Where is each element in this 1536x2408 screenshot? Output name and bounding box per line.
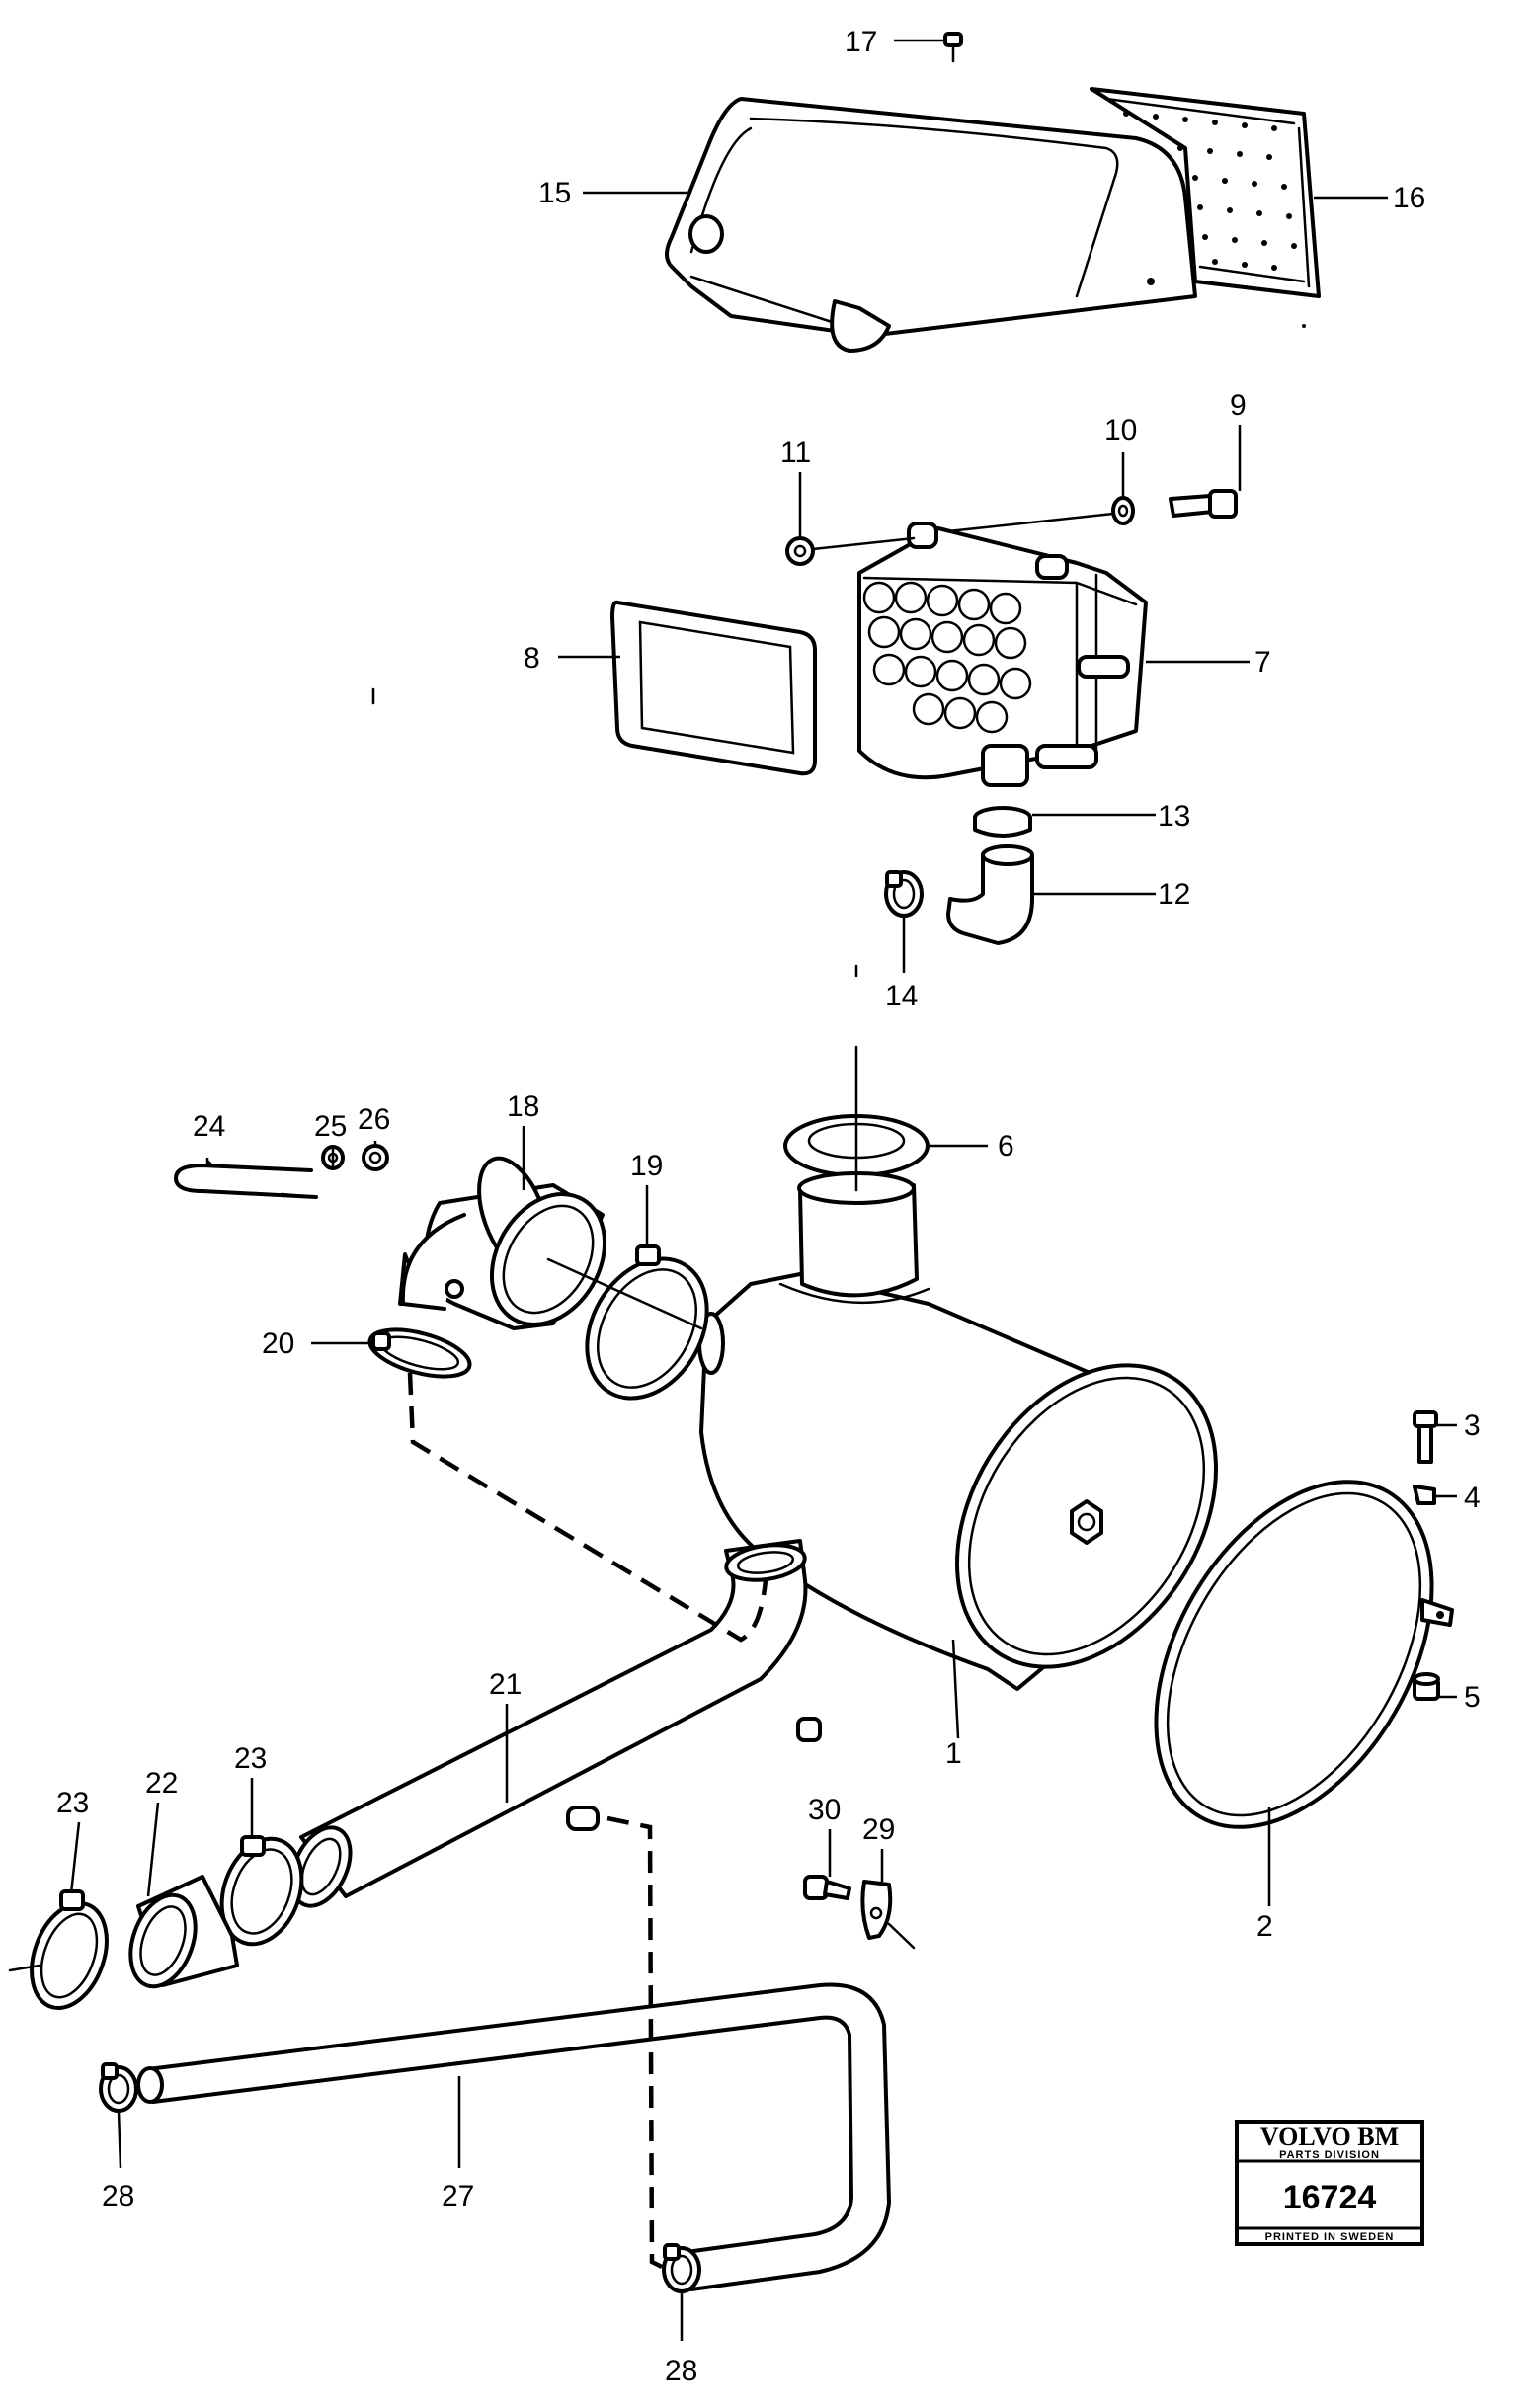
callout-23-right: 23: [234, 1742, 267, 1775]
part-5-nut: [1413, 1672, 1440, 1701]
part-11-nut: [785, 512, 1115, 566]
callout-11: 11: [780, 437, 811, 469]
leader-lines: [69, 39, 1457, 2341]
part-27-drain-hose: [136, 1982, 891, 2291]
callout-24: 24: [193, 1110, 225, 1143]
part-29-bracket: [860, 1880, 916, 1950]
part-28-clamp-bottom: [662, 2243, 701, 2293]
callout-5: 5: [1464, 1681, 1481, 1714]
part-4-washer: [1413, 1485, 1436, 1505]
callout-23-left: 23: [56, 1787, 89, 1819]
callout-13: 13: [1158, 800, 1190, 833]
callout-7: 7: [1254, 646, 1271, 679]
part-12-rubber-elbow: [946, 844, 1034, 945]
part-23-clamp-right: [219, 1835, 304, 1947]
callout-19: 19: [630, 1150, 663, 1182]
callout-8: 8: [524, 642, 540, 675]
callout-1: 1: [945, 1737, 962, 1770]
part-26-nut: [362, 1144, 389, 1171]
callout-16: 16: [1393, 182, 1425, 214]
part-7-precleaner-housing: [857, 522, 1148, 787]
part-17-screw: [943, 32, 963, 63]
part-13-ring: [973, 806, 1032, 838]
part-15-intake-hood: [665, 97, 1197, 353]
callout-30: 30: [808, 1794, 841, 1826]
callout-15: 15: [538, 177, 571, 209]
part-22-rubber-coupling: [128, 1875, 239, 1989]
callout-14: 14: [885, 980, 918, 1012]
part-30-screw: [803, 1875, 851, 1900]
callout-9: 9: [1230, 389, 1247, 422]
part-10-washer: [1111, 496, 1135, 525]
dashed-routing-line-lower: [606, 1815, 664, 2270]
part-16-mesh-screen: [1090, 87, 1321, 298]
part-20-hose-clamp: [367, 1327, 472, 1379]
drawing-specks: [371, 324, 1306, 978]
callout-28-left: 28: [102, 2180, 134, 2212]
callout-2: 2: [1256, 1910, 1273, 1943]
callout-6: 6: [998, 1130, 1014, 1163]
callout-10: 10: [1104, 414, 1137, 446]
stamp-printed: PRINTED IN SWEDEN: [1265, 2231, 1395, 2243]
callout-29: 29: [862, 1813, 895, 1846]
part-2-mounting-strap: [1154, 1480, 1454, 1829]
dashed-routing-line-upper: [407, 1372, 768, 1643]
part-14-hose-clamp: [884, 870, 924, 918]
volvo-bm-parts-stamp: VOLVO BM PARTS DIVISION 16724 PRINTED IN…: [1235, 2120, 1424, 2246]
part-3-bolt: [1413, 1410, 1438, 1464]
callout-21: 21: [489, 1668, 522, 1701]
callout-12: 12: [1158, 878, 1190, 911]
part-9-bolt: [1169, 489, 1238, 519]
stamp-number: 16724: [1283, 2179, 1377, 2216]
callout-18: 18: [507, 1090, 539, 1123]
callout-22: 22: [145, 1767, 178, 1800]
part-8-gasket-frame: [610, 600, 817, 776]
callout-25: 25: [314, 1110, 347, 1143]
stamp-division: PARTS DIVISION: [1279, 2149, 1380, 2161]
callout-27: 27: [442, 2180, 474, 2212]
part-28-clamp-left: [99, 2062, 138, 2113]
cyclone-tubes: [862, 581, 1032, 734]
callout-28-bottom: 28: [665, 2355, 697, 2387]
callout-17: 17: [845, 26, 877, 58]
part-23-clamp-left: [30, 1889, 109, 2011]
part-19-clamp-ring: [585, 1244, 709, 1401]
part-21-inlet-pipe: [289, 1539, 822, 1908]
part-1-filter-housing: [697, 1171, 1218, 1691]
callout-20: 20: [262, 1327, 294, 1360]
part-24-u-bolt: [174, 1164, 318, 1199]
stamp-brand: VOLVO BM: [1260, 2123, 1399, 2151]
callout-labels: 1 2 3 4 5 6 7 8 9 10 11 12 13 14 15 16 1…: [56, 26, 1481, 2387]
callout-26: 26: [358, 1103, 390, 1136]
callout-4: 4: [1464, 1482, 1481, 1514]
callout-3: 3: [1464, 1409, 1481, 1442]
